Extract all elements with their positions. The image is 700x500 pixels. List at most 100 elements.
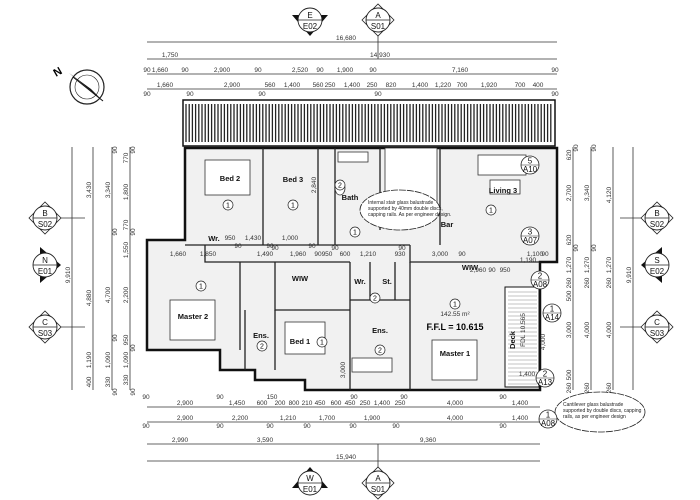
dim-right-2: 260: [584, 382, 591, 393]
building-outline: [145, 146, 559, 392]
dim-bottom-1: 600: [331, 400, 342, 407]
room-living3: Living 3: [489, 186, 517, 195]
section-markers: EE02AS01WE01AS01BS02NE01CS03BS02SE02CS03…: [28, 3, 674, 500]
dim-bottom-1: 600: [257, 400, 268, 407]
dim-top-4: 560: [265, 82, 276, 89]
stair-note-line2: supported by 40mm double discs,: [368, 206, 443, 212]
dim-bottom-2: 90: [349, 423, 357, 430]
room-tag: 1: [222, 199, 234, 211]
dim-bottom-2: 4,000: [447, 415, 464, 422]
dim-bottom-1: 90: [499, 394, 507, 401]
dim-right-1: 1,270: [566, 256, 573, 273]
stair-note-line1: Internal stair glass balustrade: [368, 200, 434, 206]
cantilever-note-line3: rails, as per engineer design: [563, 414, 626, 420]
detail-sheet: A08: [533, 280, 548, 289]
dim-interior: 1,430: [245, 235, 262, 242]
room-store: St.: [382, 277, 392, 286]
dim-right-1: 3,000: [566, 321, 573, 338]
dim-bottom-3: 3,590: [257, 437, 274, 444]
dim-top-4: 250: [325, 82, 336, 89]
dim-bottom-1: 200: [275, 400, 286, 407]
room-tag: 1: [195, 280, 207, 292]
marker-sheet: S03: [650, 329, 665, 338]
marker-sheet: E01: [38, 267, 53, 276]
dim-bottom-3: 9,360: [420, 437, 437, 444]
dim-interior: 4,000: [540, 333, 547, 350]
svg-text:1: 1: [320, 340, 324, 347]
master2-bed: [169, 299, 216, 341]
dim-right-3: 1,270: [606, 256, 613, 273]
dim-right-overall: 9,910: [626, 266, 633, 283]
dim-bottom-1: 250: [395, 400, 406, 407]
dim-interior: 90: [488, 267, 496, 274]
room-labels: Bed 2 Bed 3 Bath Living 3 Bar Wr. WIW Wr…: [178, 174, 527, 358]
dim-bottom-1: 90: [142, 394, 150, 401]
dim-left-3: 90: [112, 388, 119, 396]
dim-left-3: 90: [112, 228, 119, 236]
dim-left-4: 1,550: [123, 241, 130, 258]
bed1-bed: [284, 321, 326, 355]
dim-interior: 90: [271, 245, 279, 252]
dim-right-1: 2,700: [566, 184, 573, 201]
marker-letter: A: [375, 11, 381, 20]
room-tag: 1: [349, 226, 361, 238]
dim-top-4: 1,400: [412, 82, 429, 89]
room-tag: 2: [374, 344, 386, 356]
dim-bottom-1: 1,400: [512, 400, 529, 407]
marker-letter: N: [42, 256, 48, 265]
room-master1: Master 1: [440, 349, 470, 358]
room-deck: Deck: [508, 330, 517, 349]
dim-right-3: 260: [606, 382, 613, 393]
dim-right-1: 90: [573, 144, 580, 152]
dim-interior: 950: [225, 235, 236, 242]
dim-top-4: 90: [374, 91, 382, 98]
dim-right-3: 4,120: [606, 186, 613, 203]
dim-left-3: 90: [112, 146, 119, 154]
room-tag: 2: [256, 340, 268, 352]
dim-right-2: 1,270: [584, 256, 591, 273]
detail-sheet: A13: [538, 378, 553, 387]
detail-number: 2: [543, 370, 548, 379]
dim-interior: 1,100: [527, 251, 544, 258]
dim-left-2: 1,190: [86, 351, 93, 368]
section-marker-left_n[interactable]: N E01: [32, 247, 61, 283]
dim-top-4: 700: [457, 82, 468, 89]
room-tag: 1: [449, 298, 461, 310]
room-bar: Bar: [441, 220, 454, 229]
svg-text:2: 2: [378, 348, 382, 355]
dim-interior: 1,490: [257, 251, 274, 258]
dim-bottom-1: 450: [345, 400, 356, 407]
room-tag: 1: [287, 199, 299, 211]
dim-interior: 950: [322, 251, 333, 258]
dim-top-overall: 16,680: [336, 35, 356, 42]
stair-note-line3: capping rails. As per engineer design.: [368, 212, 451, 218]
dim-left-4: 770: [123, 219, 130, 230]
dim-interior: 1,850: [200, 251, 217, 258]
detail-number: 5: [528, 157, 533, 166]
dim-left-4: 90: [130, 388, 137, 396]
dim-bottom-2: 1,700: [319, 415, 336, 422]
dim-bottom-2: 1,900: [364, 415, 381, 422]
marker-sheet: E02: [303, 22, 318, 31]
dim-right-1: 90: [573, 244, 580, 252]
dim-top-4: 1,400: [284, 82, 301, 89]
detail-sheet: A07: [523, 236, 538, 245]
svg-text:2: 2: [260, 344, 264, 351]
dim-interior: 600: [340, 251, 351, 258]
